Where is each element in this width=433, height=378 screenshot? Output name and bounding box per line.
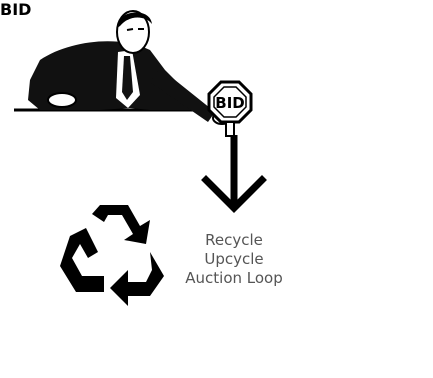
down-arrow-icon <box>206 135 262 208</box>
caption-line-upcycle: Upcycle <box>178 250 290 269</box>
recycle-icon <box>60 205 164 306</box>
caption-line-recycle: Recycle <box>178 231 290 250</box>
caption-line-auction-loop: Auction Loop <box>178 269 290 288</box>
bid-sign-top-label: BID <box>215 94 244 112</box>
diagram-caption: Recycle Upcycle Auction Loop <box>178 231 290 288</box>
bid-sign-top: BID <box>209 82 251 136</box>
auctioneer-illustration <box>14 11 231 124</box>
